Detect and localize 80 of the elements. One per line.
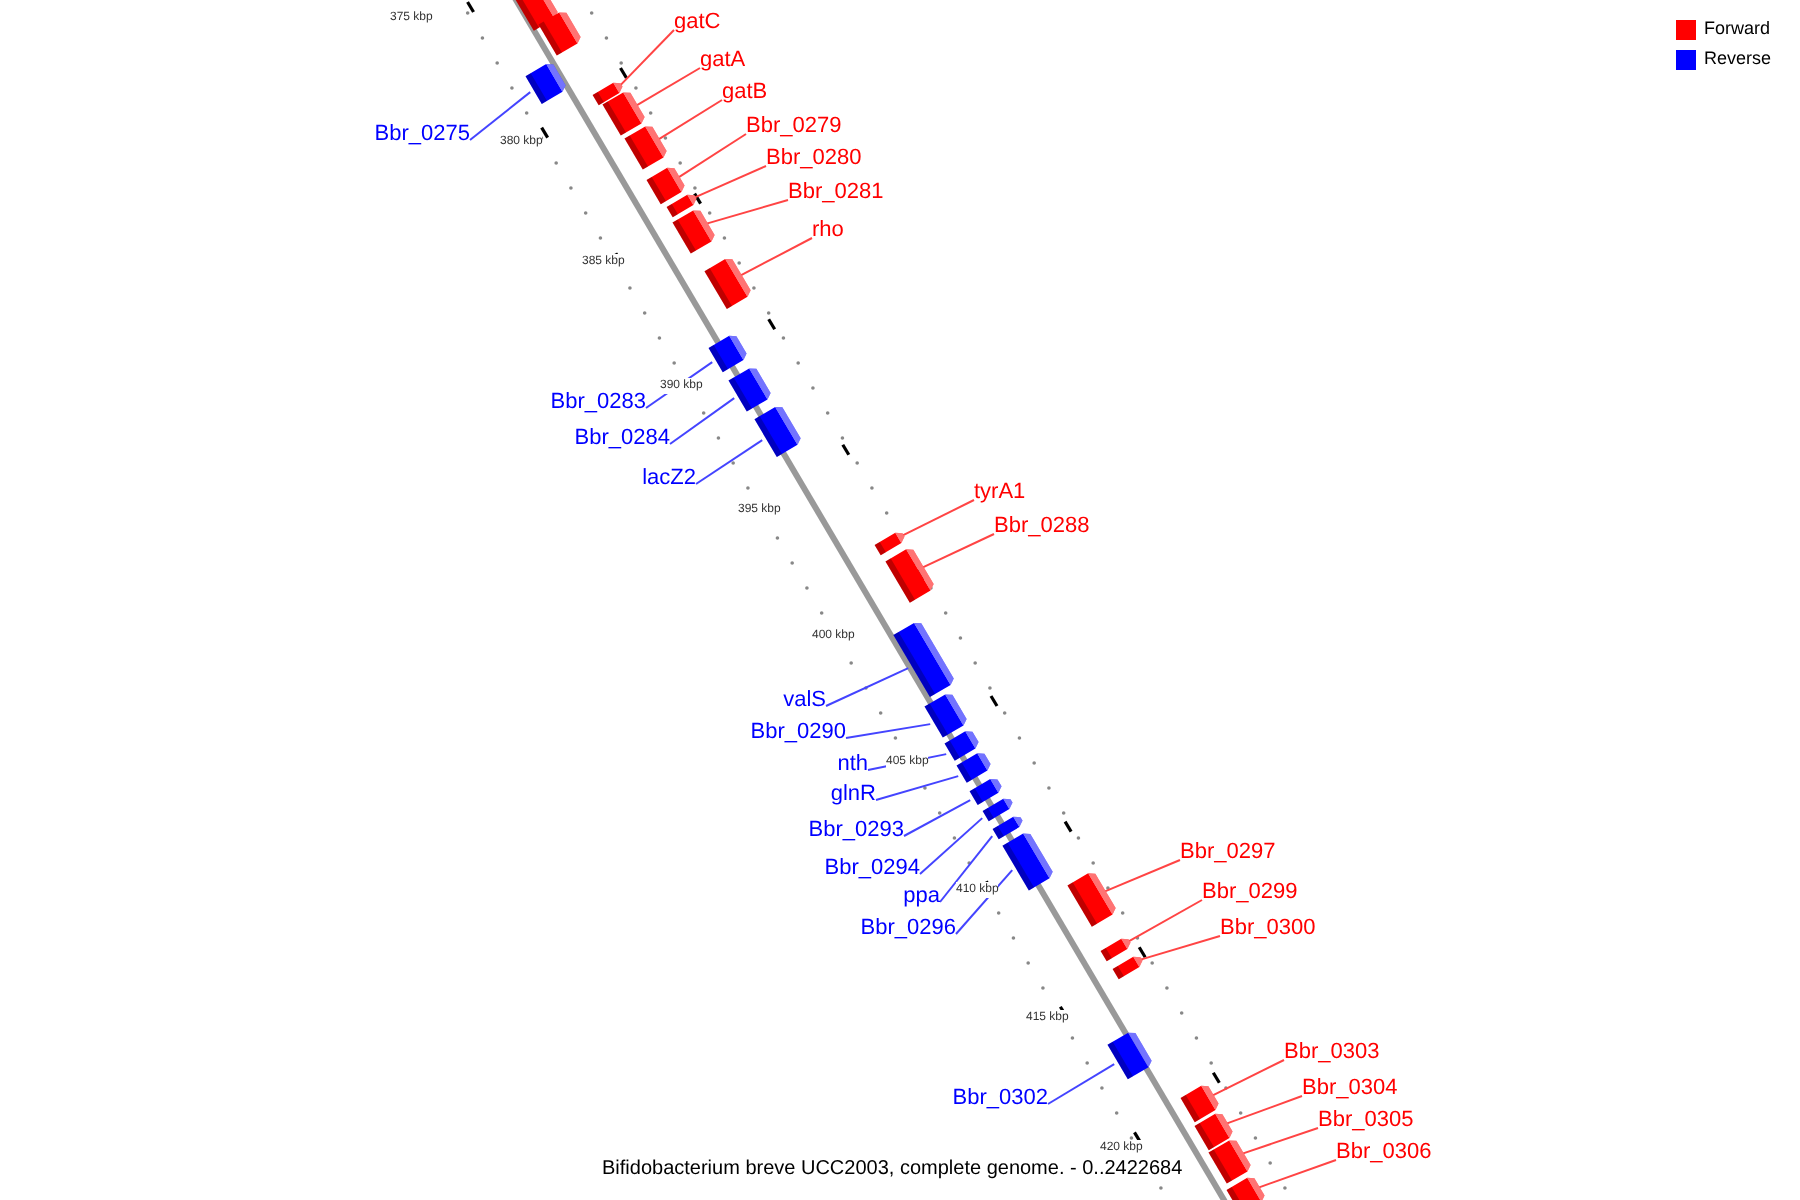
leader-line xyxy=(920,533,995,569)
leader-line xyxy=(919,817,984,875)
legend-label: Forward xyxy=(1704,18,1771,40)
gene-label: Bbr_0275 xyxy=(374,120,470,148)
leader-line xyxy=(676,133,747,179)
gene-block xyxy=(1226,1177,1265,1200)
leader-line xyxy=(1240,1127,1319,1155)
gene-block xyxy=(525,64,566,104)
gene-block xyxy=(924,694,967,738)
leader-line xyxy=(845,723,932,739)
gene-label: Bbr_0302 xyxy=(952,1084,1048,1112)
gene-block xyxy=(969,779,1002,805)
gene-label: ppa xyxy=(903,882,940,910)
gene-block xyxy=(592,82,623,106)
leader-line xyxy=(955,869,1014,935)
leader-line xyxy=(669,397,736,445)
gene-block xyxy=(1100,938,1131,962)
gene-label: Bbr_0284 xyxy=(574,424,670,452)
gene-label: Bbr_0304 xyxy=(1302,1074,1398,1102)
gene-block xyxy=(708,335,747,373)
gene-label: Bbr_0306 xyxy=(1336,1138,1432,1166)
gene-block xyxy=(624,126,667,170)
gene-label: gatB xyxy=(722,78,768,106)
gene-label: Bbr_0279 xyxy=(746,112,842,140)
gene-block xyxy=(874,532,905,556)
leader-line xyxy=(1126,899,1203,943)
leader-line xyxy=(1047,1063,1116,1105)
gene-label: tyrA1 xyxy=(974,478,1026,506)
gene-label: rho xyxy=(812,216,844,244)
leader-line xyxy=(695,439,764,485)
leader-line xyxy=(1138,935,1221,961)
gene-label: Bbr_0305 xyxy=(1318,1106,1414,1134)
leader-line xyxy=(618,29,675,87)
gene-label: Bbr_0290 xyxy=(750,718,846,746)
leader-line xyxy=(634,67,701,107)
leader-line xyxy=(656,99,723,141)
gene-block xyxy=(992,816,1023,840)
caption: Bifidobacterium breve UCC2003, complete genome. - 0..2422684 xyxy=(602,1156,1183,1184)
legend-label: Reverse xyxy=(1704,48,1772,70)
leader-line xyxy=(903,799,972,837)
gene-block xyxy=(728,368,771,412)
leader-line xyxy=(692,165,767,199)
gene-block xyxy=(1194,1113,1233,1151)
leader-line xyxy=(1210,1059,1285,1097)
leader-line xyxy=(704,199,789,225)
gene-label: Bbr_0303 xyxy=(1284,1038,1380,1066)
leader-line xyxy=(469,91,532,141)
gene-label: Bbr_0296 xyxy=(860,914,956,942)
gene-label: lacZ2 xyxy=(642,464,696,492)
gene-block xyxy=(944,731,979,761)
gene-block xyxy=(666,194,697,218)
leader-line xyxy=(645,361,714,409)
gene-block xyxy=(1180,1085,1219,1123)
gene-label: Bbr_0297 xyxy=(1180,838,1276,866)
leader-line xyxy=(875,775,960,801)
gene-label: Bbr_0294 xyxy=(824,854,920,882)
gene-label: nth xyxy=(837,750,868,778)
leader-line xyxy=(738,237,813,277)
gene-label: Bbr_0283 xyxy=(550,388,646,416)
gene-block xyxy=(956,753,991,783)
leader-line xyxy=(939,835,994,903)
gene-block xyxy=(1112,956,1143,980)
gene-label: valS xyxy=(783,686,826,714)
gene-label: gatC xyxy=(674,8,721,36)
gene-label: Bbr_0280 xyxy=(766,144,862,172)
leader-line xyxy=(1256,1159,1337,1189)
gene-block xyxy=(538,12,581,56)
gene-label: Bbr_0299 xyxy=(1202,878,1298,906)
gene-label: glnR xyxy=(830,780,876,808)
leader-line xyxy=(1102,859,1181,893)
gene-block xyxy=(602,92,645,136)
gene-label: Bbr_0300 xyxy=(1220,914,1316,942)
leader-line xyxy=(1224,1095,1303,1125)
leader-line xyxy=(900,499,975,537)
gene-label: Bbr_0288 xyxy=(994,512,1090,540)
leader-line xyxy=(825,667,910,707)
gene-label: gatA xyxy=(700,46,746,74)
gene-label: Bbr_0281 xyxy=(788,178,884,206)
gene-label: Bbr_0293 xyxy=(808,816,904,844)
gene-block xyxy=(982,798,1013,822)
